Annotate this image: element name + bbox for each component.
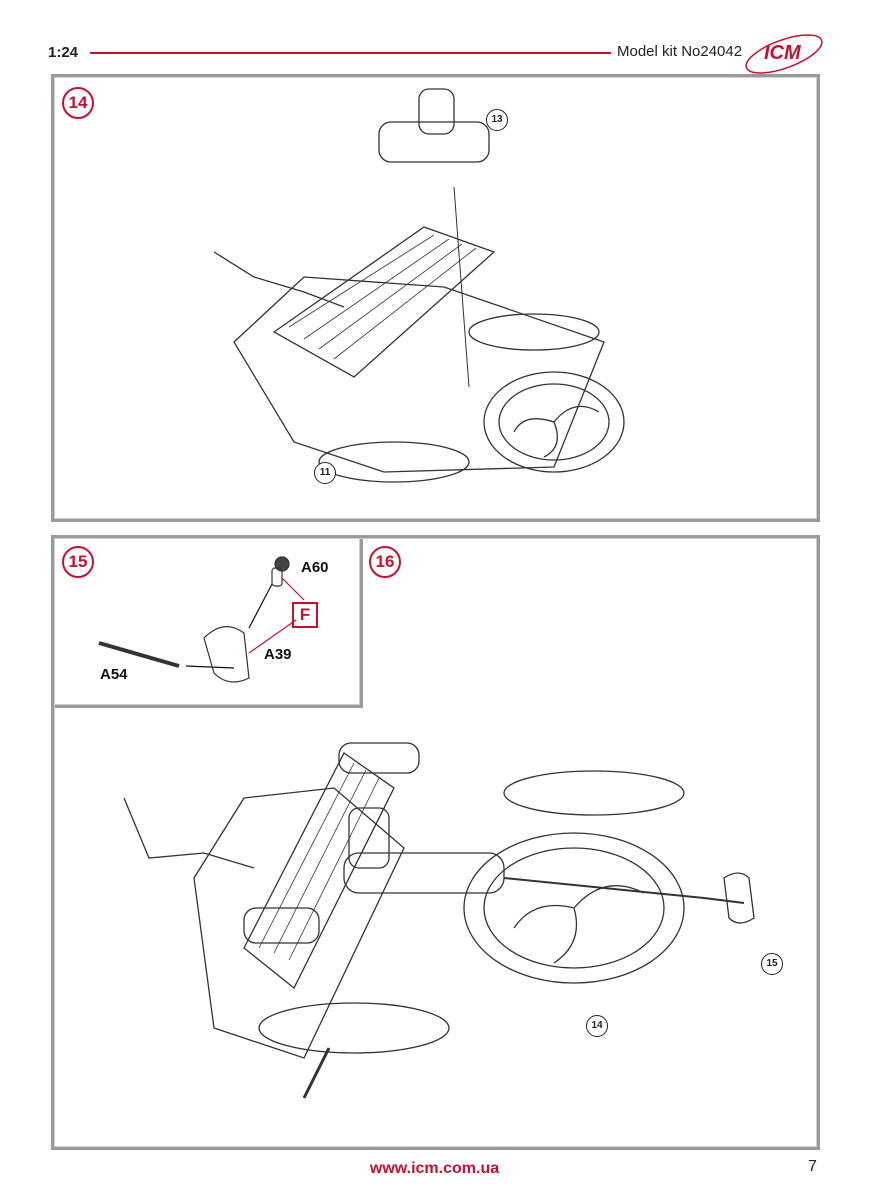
model-kit-number: Model kit No24042: [617, 43, 743, 60]
callout-15: 15: [761, 953, 783, 975]
callout-14: 14: [586, 1015, 608, 1037]
step-14-panel: 14 13 11: [51, 74, 820, 522]
callout-11: 11: [314, 462, 336, 484]
part-a54: A54: [100, 666, 128, 683]
glue-marker-f: F: [292, 602, 318, 628]
footer-url[interactable]: www.icm.com.ua: [369, 1160, 500, 1177]
step-number: 14: [62, 87, 94, 119]
step-number: 15: [62, 546, 94, 578]
icm-logo: ICM: [745, 34, 823, 74]
assembly-illustration: [123, 742, 755, 1099]
step-number: 16: [369, 546, 401, 578]
header-rule: [90, 52, 611, 54]
svg-text:ICM: ICM: [764, 42, 802, 64]
step-15-panel: 15 A60 A39 A54 F: [51, 535, 363, 708]
part-illustration: [98, 556, 305, 683]
part-a39: A39: [264, 646, 292, 663]
scale-label: 1:24: [48, 44, 79, 61]
page-number: 7: [808, 1158, 817, 1175]
step-16-panel: 16 15 14: [51, 535, 820, 1150]
part-a60: A60: [301, 559, 329, 576]
chassis-illustration: [213, 88, 625, 483]
callout-13: 13: [486, 109, 508, 131]
